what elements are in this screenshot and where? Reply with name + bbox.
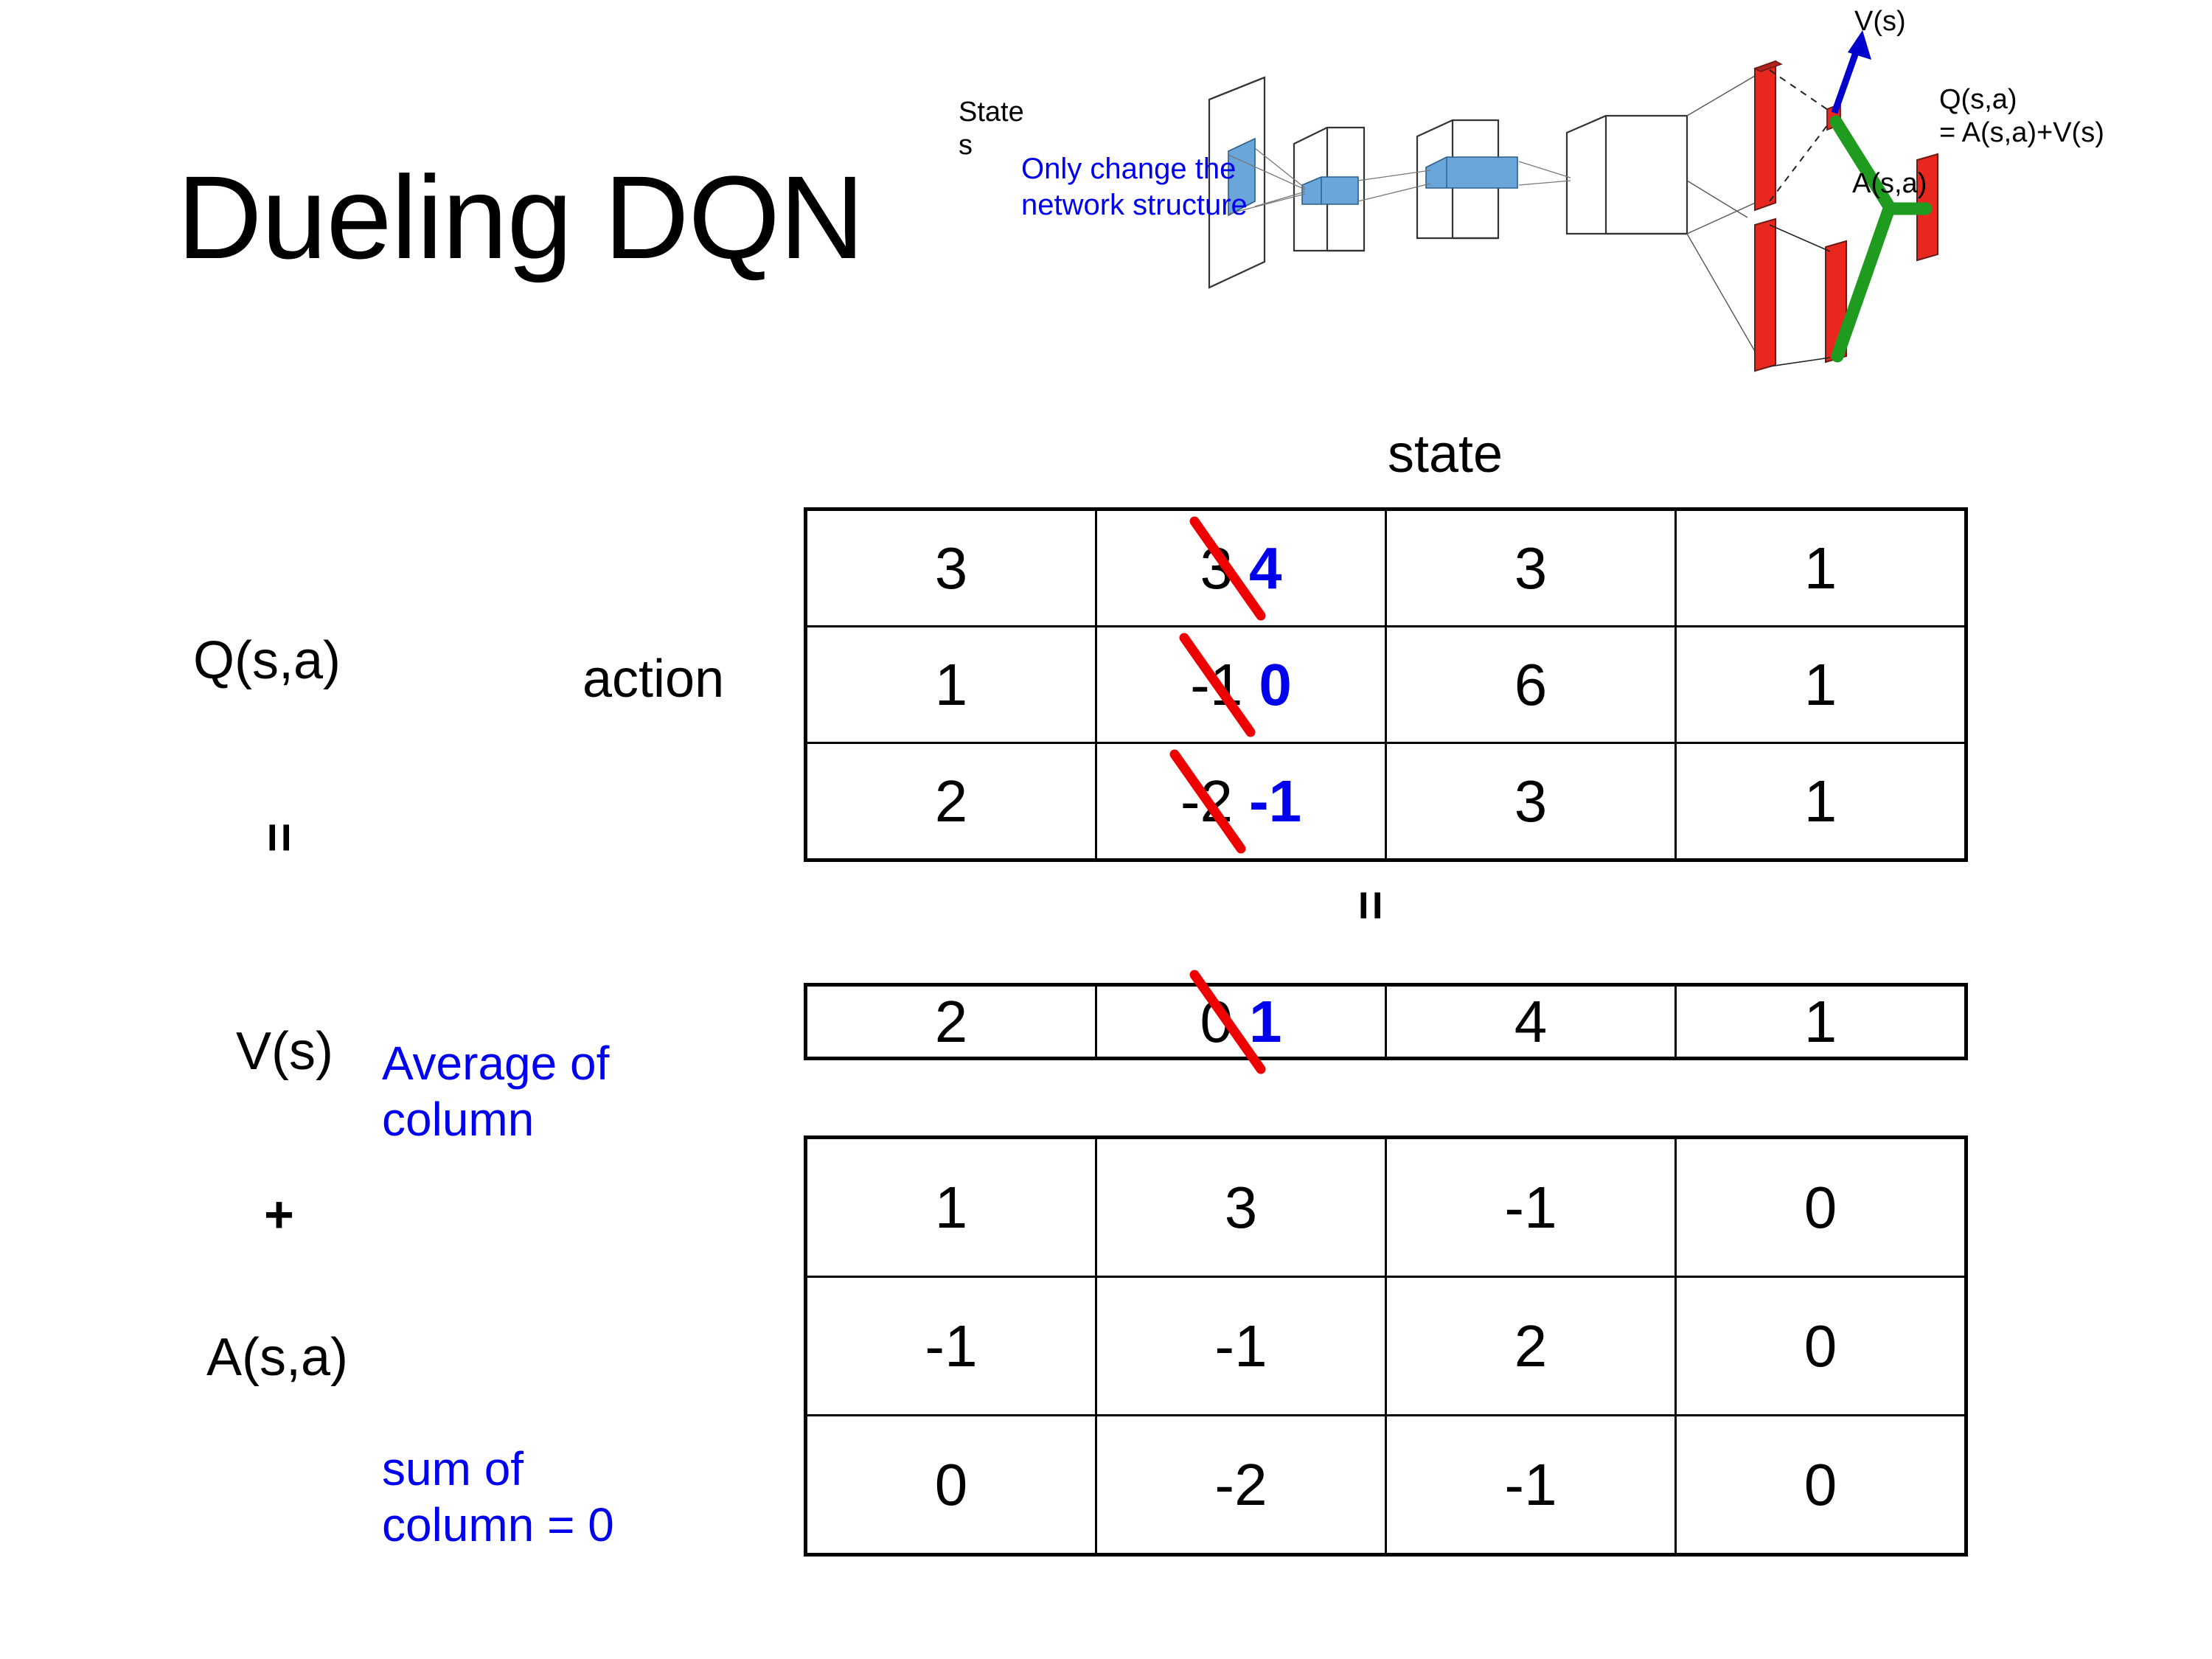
diagram-q-output-label: Q(s,a) = A(s,a)+V(s)	[1939, 84, 2104, 148]
a-cell-r2c0[interactable]: 0	[804, 1414, 1097, 1556]
q-cell-r1c2[interactable]: 6	[1385, 625, 1677, 744]
plus-sign-v-a: +	[264, 1186, 294, 1243]
q-cell-r2c3[interactable]: 1	[1674, 742, 1967, 861]
table-row: 3 3 4 3 1	[804, 508, 1967, 627]
table-row: 2 0 1 4 1	[804, 970, 1967, 1074]
q-cell-r1c0[interactable]: 1	[804, 625, 1097, 744]
v-cell-c2[interactable]: 4	[1385, 984, 1677, 1060]
q-cell-r0c1-old: 3	[1189, 516, 1265, 620]
q-cell-r0c1-new: 4	[1249, 535, 1282, 601]
q-cell-r2c0[interactable]: 2	[804, 742, 1097, 861]
a-cell-r0c3[interactable]: 0	[1674, 1136, 1967, 1278]
state-axis-label: state	[1387, 425, 1503, 484]
q-cell-r0c0[interactable]: 3	[804, 508, 1097, 627]
table-row: 0 -2 -1 0	[804, 1414, 1967, 1556]
equals-sign-table-q-v: =	[1342, 890, 1400, 919]
a-cell-r1c3[interactable]: 0	[1674, 1276, 1967, 1416]
dueling-network-diagram: State s V(s) A(s,a) Q(s,a) = A(s,a)+V(s)…	[959, 4, 2205, 406]
q-cell-r1c3[interactable]: 1	[1674, 625, 1967, 744]
action-axis-label: action	[582, 650, 725, 709]
strikethrough-icon	[1179, 633, 1256, 737]
q-cell-r0c3[interactable]: 1	[1674, 508, 1967, 627]
a-function-label: A(s,a)	[206, 1328, 349, 1387]
diagram-value-output-label: V(s)	[1854, 6, 1906, 37]
v-cell-c1-new: 1	[1249, 988, 1282, 1054]
q-cell-r2c1[interactable]: -2 -1	[1095, 742, 1387, 861]
a-cell-r0c1[interactable]: 3	[1095, 1136, 1387, 1278]
q-cell-r1c1-old: -1	[1179, 633, 1256, 737]
a-cell-r2c1[interactable]: -2	[1095, 1414, 1387, 1556]
q-cell-r2c1-new: -1	[1249, 768, 1302, 834]
page-title: Dueling DQN	[177, 151, 865, 283]
table-row: 2 -2 -1 3 1	[804, 742, 1967, 861]
diagram-state-label: State s	[959, 97, 1024, 161]
v-function-label: V(s)	[236, 1022, 333, 1081]
a-note: sum of column = 0	[382, 1442, 614, 1551]
q-value-table: 3 3 4 3 1 1 -1 0 6 1 2	[804, 507, 1968, 862]
a-cell-r1c2[interactable]: 2	[1385, 1276, 1677, 1416]
a-cell-r2c2[interactable]: -1	[1385, 1414, 1677, 1556]
equals-sign-q-v: =	[251, 822, 309, 852]
diagram-advantage-output-label: A(s,a)	[1852, 168, 1927, 199]
q-cell-r0c1[interactable]: 3 4	[1095, 508, 1387, 627]
table-row: -1 -1 2 0	[804, 1276, 1967, 1416]
v-note: Average of column	[382, 1037, 610, 1146]
advantage-table: 1 3 -1 0 -1 -1 2 0 0 -2 -1 0	[804, 1135, 1968, 1557]
q-cell-r2c1-old: -2	[1169, 749, 1246, 853]
q-cell-r1c1[interactable]: -1 0	[1095, 625, 1387, 744]
a-cell-r2c3[interactable]: 0	[1674, 1414, 1967, 1556]
v-cell-c1-old: 0	[1189, 970, 1265, 1074]
a-cell-r0c0[interactable]: 1	[804, 1136, 1097, 1278]
table-row: 1 -1 0 6 1	[804, 625, 1967, 744]
a-cell-r0c2[interactable]: -1	[1385, 1136, 1677, 1278]
q-cell-r2c2[interactable]: 3	[1385, 742, 1677, 861]
q-cell-r0c2[interactable]: 3	[1385, 508, 1677, 627]
a-cell-r1c0[interactable]: -1	[804, 1276, 1097, 1416]
v-cell-c3[interactable]: 1	[1674, 984, 1967, 1060]
table-row: 1 3 -1 0	[804, 1136, 1967, 1278]
a-cell-r1c1[interactable]: -1	[1095, 1276, 1387, 1416]
v-value-table: 2 0 1 4 1	[804, 970, 1968, 1074]
q-cell-r1c1-new: 0	[1259, 651, 1292, 717]
q-function-label: Q(s,a)	[193, 631, 341, 690]
strikethrough-icon	[1169, 749, 1246, 853]
v-cell-c1[interactable]: 0 1	[1095, 970, 1387, 1074]
diagram-note: Only change the network structure	[1021, 153, 1248, 221]
v-cell-c0[interactable]: 2	[804, 984, 1097, 1060]
